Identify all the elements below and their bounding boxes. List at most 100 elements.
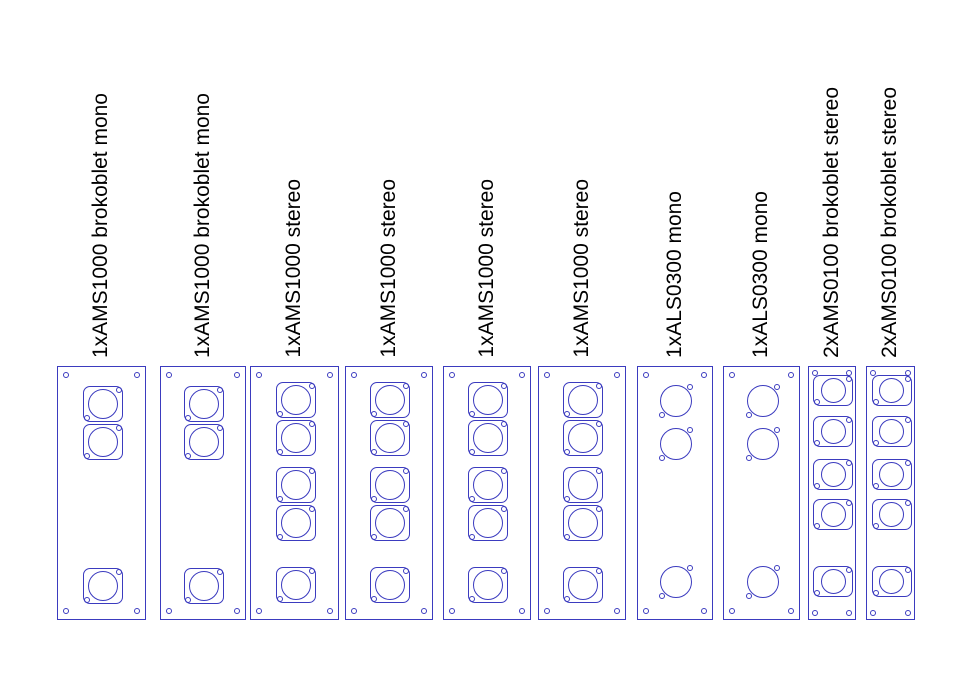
screw-hole (501, 421, 507, 427)
mounting-hole (449, 372, 455, 378)
screw-hole (115, 387, 122, 393)
mounting-hole (166, 608, 172, 614)
screw-hole (814, 483, 820, 489)
connector-circle (375, 508, 405, 538)
xlr-connector (658, 383, 694, 419)
connector-circle (280, 508, 311, 538)
screw-hole (814, 399, 820, 405)
screw-hole (904, 567, 911, 573)
connector-bezel (275, 382, 316, 418)
panel-outline (443, 366, 531, 620)
panel-label-wrap: 1xALS0300 mono (723, 0, 800, 358)
screw-hole (773, 565, 780, 571)
screw-hole (371, 411, 377, 417)
mounting-hole (870, 610, 876, 616)
connector-circle (473, 385, 503, 415)
screw-hole (276, 411, 283, 417)
panel-label-wrap: 2xAMS0100 brokoblet stereo (808, 0, 856, 358)
panel-label: 1xAMS1000 brokoblet mono (89, 93, 113, 358)
connector-circle (746, 385, 779, 417)
panel-outline (345, 366, 433, 620)
panel-label: 2xAMS0100 brokoblet stereo (878, 87, 902, 358)
screw-hole (904, 460, 911, 466)
xlr-connector (813, 375, 853, 406)
mounting-hole (544, 608, 550, 614)
connector-bezel (275, 567, 316, 603)
connector-circle (87, 389, 118, 419)
connector-circle (879, 462, 904, 487)
screw-hole (596, 468, 602, 474)
screw-hole (308, 383, 315, 389)
screw-hole (904, 417, 911, 423)
connector-bezel (813, 416, 853, 447)
screw-hole (596, 568, 602, 574)
xlr-connector (275, 420, 316, 456)
screw-hole (659, 412, 665, 418)
screw-hole (276, 496, 283, 502)
connector-bezel (563, 420, 603, 456)
screw-hole (659, 455, 665, 461)
connector-circle (375, 570, 405, 600)
connector-bezel (871, 416, 912, 447)
connector-bezel (370, 382, 410, 418)
panel-outline (637, 366, 713, 620)
mounting-hole (544, 372, 550, 378)
screw-hole (814, 590, 820, 596)
xlr-connector (658, 426, 694, 462)
connector-circle (879, 378, 904, 403)
screw-hole (501, 468, 507, 474)
mounting-hole (421, 372, 427, 378)
screw-hole (846, 500, 852, 506)
xlr-connector (813, 499, 853, 530)
screw-hole (659, 593, 665, 599)
connector-bezel (813, 499, 853, 530)
mounting-hole (351, 608, 357, 614)
connector-circle (820, 419, 846, 444)
connector-circle (568, 423, 598, 453)
mounting-hole (327, 608, 333, 614)
screw-hole (403, 506, 409, 512)
screw-hole (217, 425, 223, 431)
screw-hole (469, 411, 475, 417)
screw-hole (403, 383, 409, 389)
screw-hole (308, 421, 315, 427)
screw-hole (308, 468, 315, 474)
mounting-hole (846, 610, 852, 616)
connector-circle (568, 508, 598, 538)
screw-hole (403, 468, 409, 474)
connector-circle (375, 470, 405, 500)
mounting-hole (63, 372, 69, 378)
mounting-hole (449, 608, 455, 614)
screw-hole (596, 383, 602, 389)
screw-hole (371, 496, 377, 502)
connector-circle (568, 570, 598, 600)
screw-hole (115, 569, 122, 575)
screw-hole (814, 523, 820, 529)
mounting-hole (870, 370, 876, 376)
mounting-hole (729, 608, 735, 614)
xlr-connector (871, 375, 912, 406)
xlr-connector (563, 420, 603, 456)
xlr-connector (871, 566, 912, 597)
xlr-connector (370, 420, 410, 456)
xlr-connector (82, 568, 123, 604)
mounting-hole (643, 608, 649, 614)
connector-bezel (82, 568, 123, 604)
screw-hole (501, 506, 507, 512)
panel-label-wrap: 2xAMS0100 brokoblet stereo (866, 0, 915, 358)
connector-circle (189, 389, 219, 419)
xlr-connector (468, 467, 508, 503)
connector-bezel (813, 375, 853, 406)
screw-hole (846, 376, 852, 382)
xlr-connector (871, 499, 912, 530)
screw-hole (872, 483, 879, 489)
panel-outline (160, 366, 246, 620)
xlr-connector (745, 383, 781, 419)
panel-outline (808, 366, 856, 620)
xlr-connector (563, 382, 603, 418)
mounting-hole (519, 372, 525, 378)
panel-label: 1xAMS1000 stereo (474, 179, 498, 358)
connector-circle (189, 427, 219, 457)
xlr-connector (745, 564, 781, 600)
screw-hole (469, 449, 475, 455)
